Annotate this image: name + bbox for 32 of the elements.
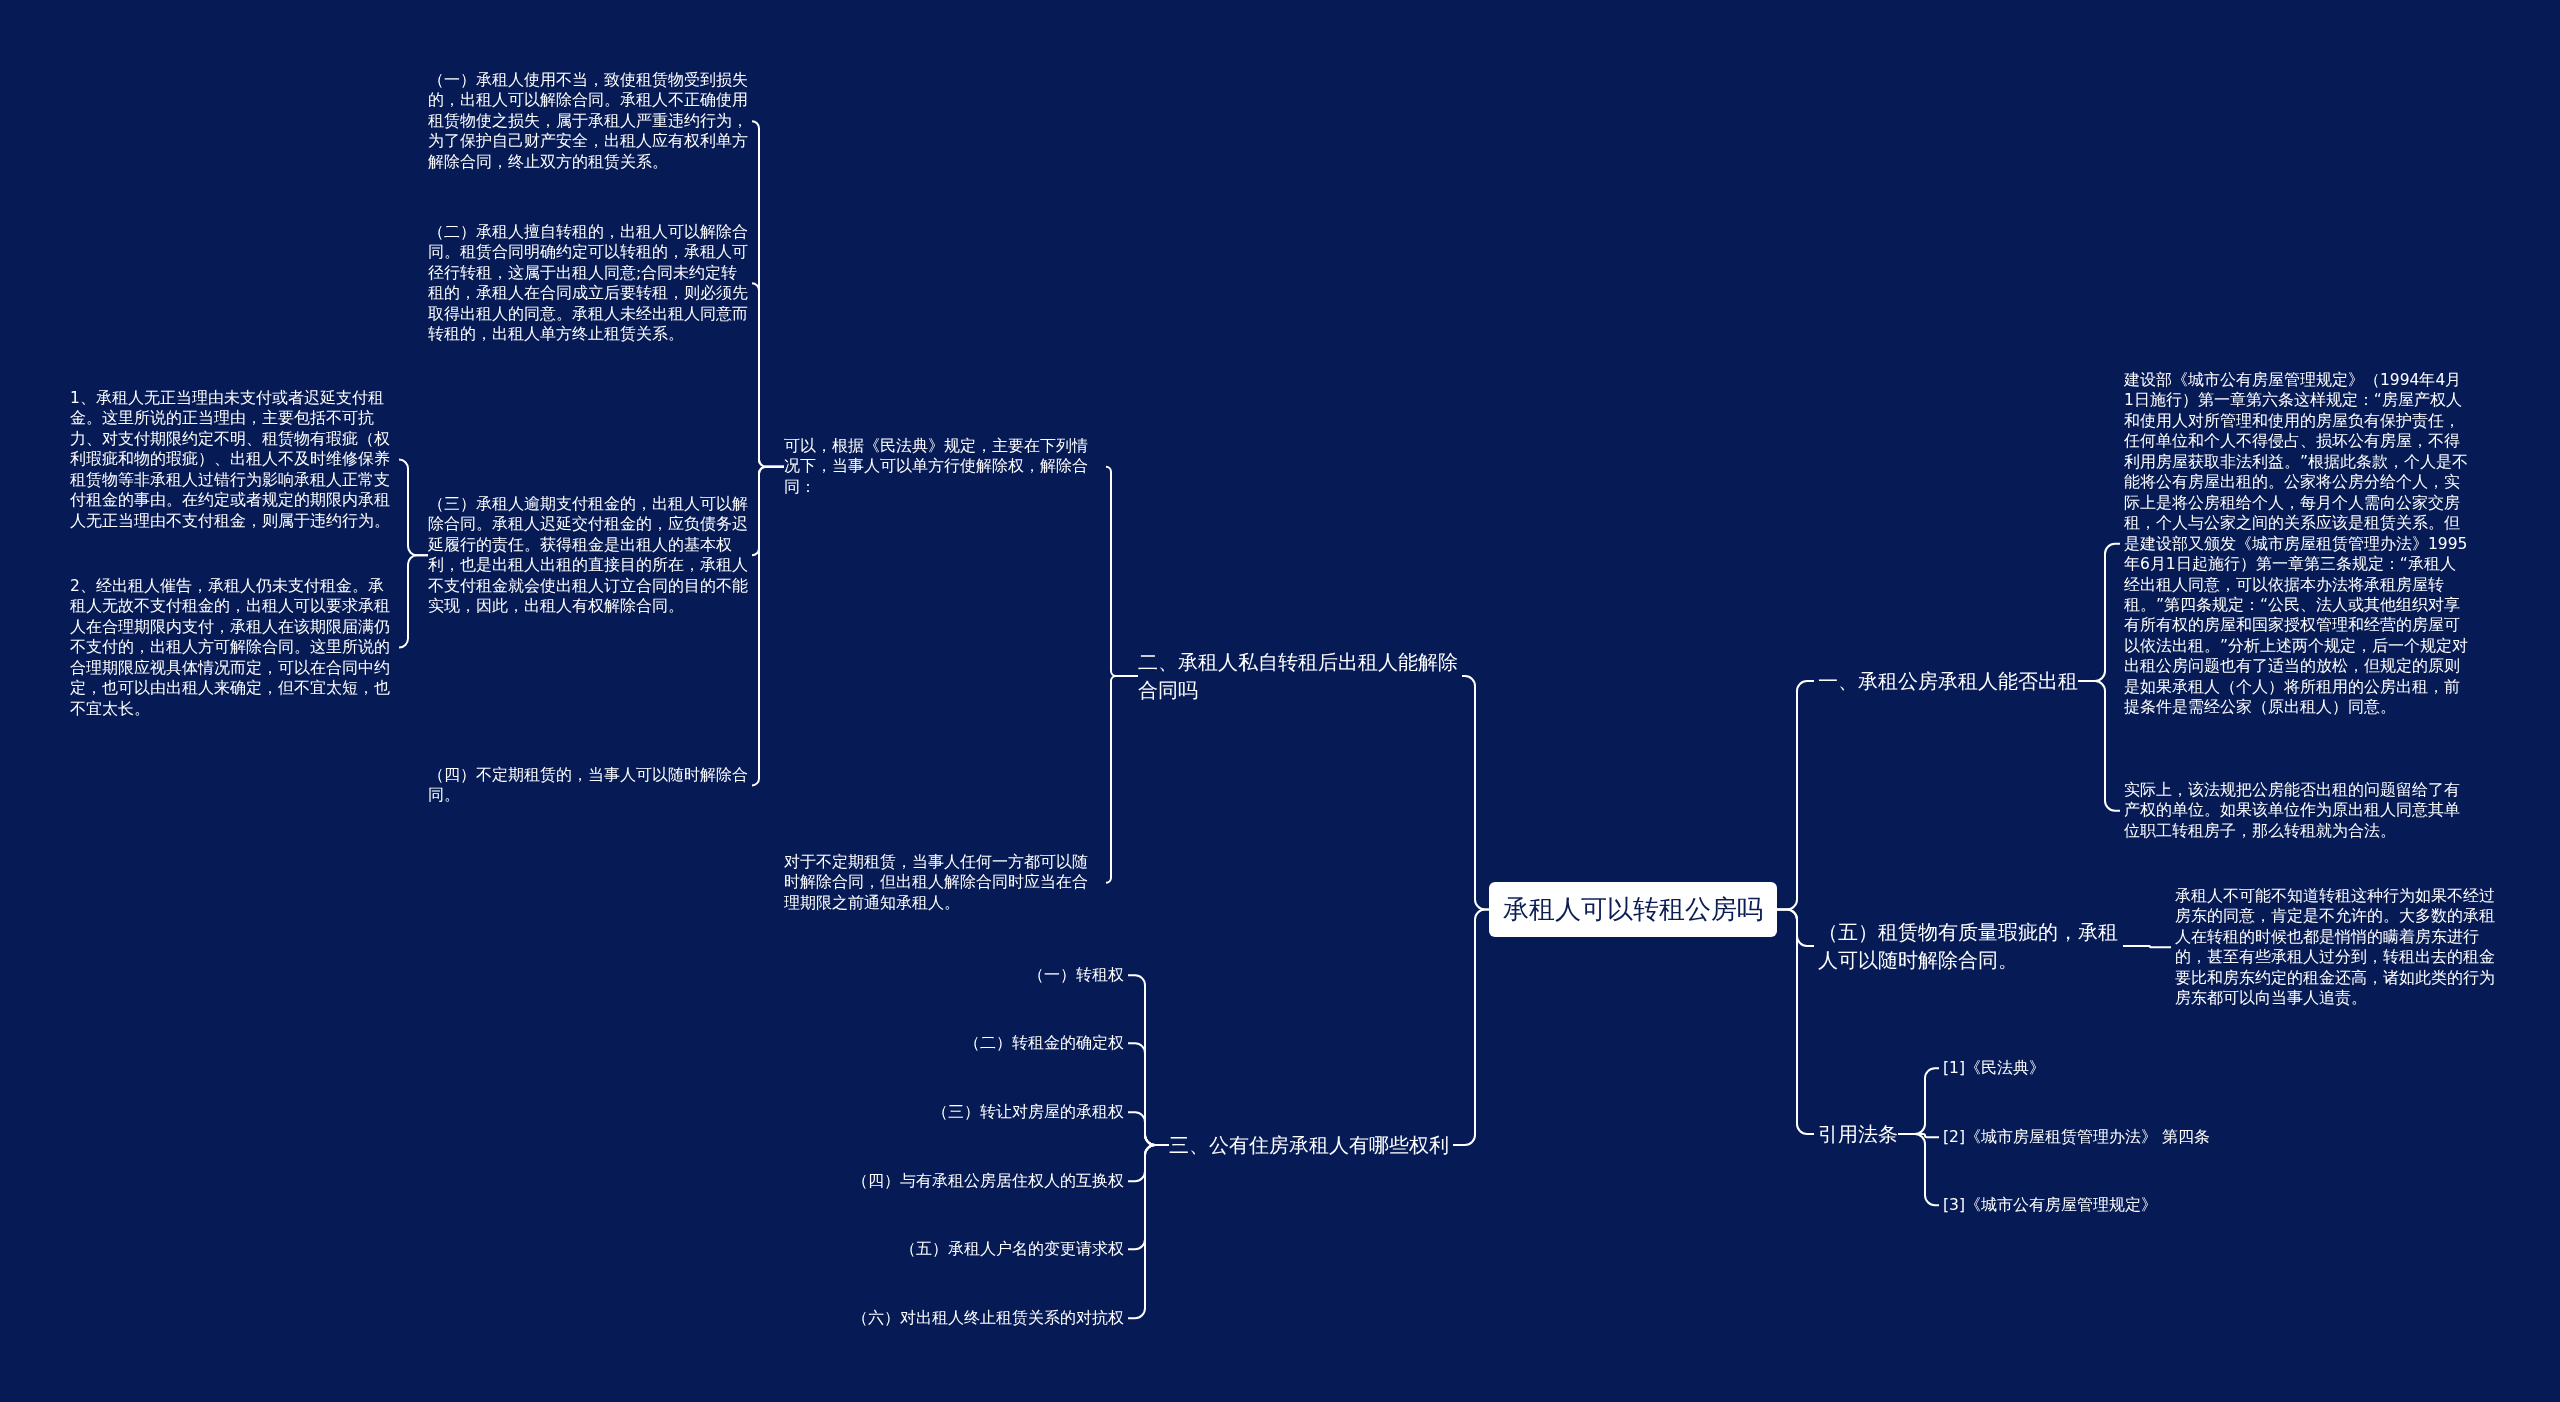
note-text: （二）转租金的确定权 (964, 1033, 1124, 1054)
note-text: （六）对出租人终止租赁关系的对抗权 (852, 1308, 1124, 1329)
note-text: （一）转租权 (1028, 965, 1124, 986)
connector-line (1105, 675, 1139, 884)
connector-line (1897, 1133, 1940, 1207)
note-text: （三）转让对房屋的承租权 (932, 1102, 1124, 1123)
note-text: （二）承租人擅自转租的，出租人可以解除合同。租赁合同明确约定可以转租的，承租人可径行转租，这属于出租人同意;合同未约定转租的，承租人在合同成立后要转租，则必须先取得出租人的同意。承租人未经出租人同意而转租的，出租人单方终止租赁关系。 (428, 222, 748, 345)
note-text: [3]《城市公有房屋管理规定》 (1943, 1195, 2157, 1216)
note-text: 建设部《城市公有房屋管理规定》（1994年4月1日施行）第一章第六条这样规定：“房屋产权人和使用人对所管理和使用的房屋负有保护责任，任何单位和个人不得侵占、损坏公有房屋，不得利用房屋获取非法利益。”根据此条款，个人是不能将公有房屋出租的。公家将公房分给个人，实际上是将公房租给个人，每月个人需向公家交房租，个人与公家之间的关系应该是租赁关系。但是建设部又颁发《城市房屋租赁管理办法》1995年6月1日起施行）第一章第三条规定：“承租人经出租人同意，可以依据本办法将承租房屋转租。”第四条规定：“公民、法人或其他组织对享有所有权的房屋和国家授权管理和经营的房屋可以依法出租。”分析上述两个规定，后一个规定对出租公房问题也有了适当的放松，但规定的原则是如果承租人（个人）将所租用的公房出租，前提条件是需经公家（原出租人）同意。 (2124, 370, 2469, 718)
branch-topic: 三、公有住房承租人有哪些权利 (1169, 1131, 1449, 1159)
note-text: （四）不定期租赁的，当事人可以随时解除合同。 (428, 765, 748, 806)
note-text: （五）承租人户名的变更请求权 (900, 1239, 1124, 1260)
note-text: 1、承租人无正当理由未支付或者迟延支付租金。这里所说的正当理由，主要包括不可抗力、对支付期限约定不明、租赁物有瑕疵（权利瑕疵和物的瑕疵）、出租人不及时维修保养租赁物等非承租人过错行为影响承租人正常支付租金的事由。在约定或者规定的期限内承租人无正当理由不支付租金，则属于违约行为。 (70, 388, 395, 532)
note-text: 对于不定期租赁，当事人任何一方都可以随时解除合同，但出租人解除合同时应当在合理期限之前通知承租人。 (784, 852, 1102, 914)
branch-topic: 二、承租人私自转租后出租人能解除合同吗 (1138, 648, 1458, 704)
note-text: 可以，根据《民法典》规定，主要在下列情况下，当事人可以单方行使解除权，解除合同： (784, 436, 1102, 498)
note-text: （四）与有承租公房居住权人的互换权 (852, 1171, 1124, 1192)
connector-line (751, 465, 785, 787)
branch-topic: （五）租赁物有质量瑕疵的，承租人可以随时解除合同。 (1818, 918, 2123, 974)
branch-topic: 一、承租公房承租人能否出租 (1818, 667, 2078, 695)
central-topic-box: 承租人可以转租公房吗 (1489, 882, 1777, 937)
connector-line (2077, 680, 2121, 812)
note-text: 承租人不可能不知道转租这种行为如果不经过房东的同意，肯定是不允许的。大多数的承租人在转租的时候也都是悄悄的瞒着房东进行的，甚至有些承租人过分到，转租出去的租金要比和房东约定的租金还高，诸如此类的行为房东都可以向当事人追责。 (2175, 886, 2505, 1009)
note-text: [2]《城市房屋租赁管理办法》 第四条 (1943, 1127, 2210, 1148)
note-text: 实际上，该法规把公房能否出租的问题留给了有产权的单位。如果该单位作为原出租人同意其单位职工转租房子，那么转租就为合法。 (2124, 780, 2469, 842)
branch-topic: 引用法条 (1818, 1120, 1898, 1148)
note-text: （一）承租人使用不当，致使租赁物受到损失的，出租人可以解除合同。承租人不正确使用租赁物使之损失，属于承租人严重违约行为，为了保护自己财产安全，出租人应有权利单方解除合同，终止双方的租赁关系。 (428, 70, 748, 173)
connector-line (2122, 945, 2172, 949)
note-text: 2、经出租人催告，承租人仍未支付租金。承租人无故不支付租金的，出租人可以要求承租人在合理期限内支付，承租人在该期限届满仍不支付的，出租人方可解除合同。这里所说的合理期限应视具体情况而定，可以在合同中约定，也可以由出租人来确定，但不宜太短，也不宜太长。 (70, 576, 395, 720)
note-text: （三）承租人逾期支付租金的，出租人可以解除合同。承租人迟延交付租金的，应负债务迟延履行的责任。获得租金是出租人的基本权利，也是出租人出租的直接目的所在，承租人不支付租金就会使出租人订立合同的目的不能实现，因此，出租人有权解除合同。 (428, 494, 748, 617)
note-text: [1]《民法典》 (1943, 1058, 2045, 1079)
connector-line (398, 554, 429, 649)
